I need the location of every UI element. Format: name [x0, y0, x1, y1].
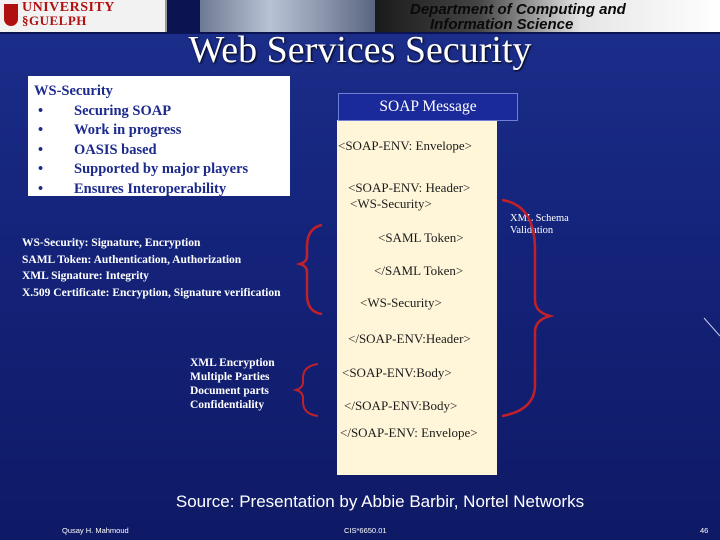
header-close: </SOAP-ENV:Header> [348, 331, 471, 346]
security-descriptions: WS-Security: Signature, Encryption SAML … [22, 235, 281, 301]
header-open: <SOAP-ENV: Header> [348, 180, 471, 195]
small-brace [292, 363, 319, 417]
xml-schema-label: XML Schema Validation [510, 213, 569, 237]
description-line: XML Signature: Integrity [22, 270, 149, 282]
description-line: WS-Security: Signature, Encryption [22, 237, 201, 249]
left-brace [295, 223, 323, 316]
source-caption: Source: Presentation by Abbie Barbir, No… [175, 492, 585, 511]
saml-token-open: <SAML Token> [378, 230, 464, 245]
dept-line-1: Department of Computing and [410, 1, 626, 18]
xml-encryption-notes: XML Encryption Multiple Parties Document… [190, 356, 275, 412]
xml-encryption-line: Confidentiality [190, 399, 265, 411]
list-item: Securing SOAP [34, 102, 284, 122]
xml-encryption-line: XML Encryption [190, 357, 275, 369]
banner-photo [200, 0, 375, 32]
footer-page-number: 46 [700, 526, 709, 535]
description-line: SAML Token: Authentication, Authorizatio… [22, 253, 242, 266]
list-item: OASIS based [34, 141, 284, 161]
slide-title: Web Services Security [188, 29, 532, 71]
soap-message-header: SOAP Message [338, 93, 518, 121]
xml-encryption-line: Multiple Parties [190, 371, 270, 383]
list-item: Work in progress [34, 121, 284, 141]
description-line: X.509 Certificate: Encryption, Signature… [22, 286, 281, 299]
xml-encryption-line: Document parts [190, 385, 269, 397]
department-name: Department of Computing and Information … [410, 2, 626, 32]
header-banner: UNIVERSITY §GUELPH Department of Computi… [0, 0, 720, 34]
ws-security-box: WS-Security Securing SOAP Work in progre… [28, 76, 290, 199]
list-item: Ensures Interoperability [34, 180, 284, 200]
department-banner [375, 0, 720, 32]
envelope-close: </SOAP-ENV: Envelope> [340, 425, 478, 440]
ws-security-close: <WS-Security> [360, 295, 442, 310]
schema-line: Validation [510, 225, 554, 236]
schema-line: XML Schema [510, 213, 569, 224]
saml-token-close: </SAML Token> [374, 263, 464, 278]
ws-security-list: Securing SOAP Work in progress OASIS bas… [34, 102, 284, 200]
diagonal-mark [703, 317, 720, 337]
soap-message-panel [337, 120, 497, 475]
envelope-open: <SOAP-ENV: Envelope> [338, 138, 472, 153]
logo-line-2: §GUELPH [22, 13, 87, 28]
ws-security-heading: WS-Security [34, 83, 113, 99]
footer-author: Qusay H. Mahmoud [62, 526, 129, 535]
right-brace [501, 198, 555, 418]
footer-course: CIS*6650.01 [344, 526, 387, 535]
dept-line-2: Information Science [430, 16, 574, 33]
logo-line-1: UNIVERSITY [22, 0, 115, 15]
body-close: </SOAP-ENV:Body> [344, 398, 458, 413]
list-item: Supported by major players [34, 160, 284, 180]
ws-security-open: <WS-Security> [350, 196, 432, 211]
university-logo: UNIVERSITY §GUELPH [0, 0, 167, 32]
crest-icon [4, 4, 18, 26]
body-open: <SOAP-ENV:Body> [342, 365, 452, 380]
